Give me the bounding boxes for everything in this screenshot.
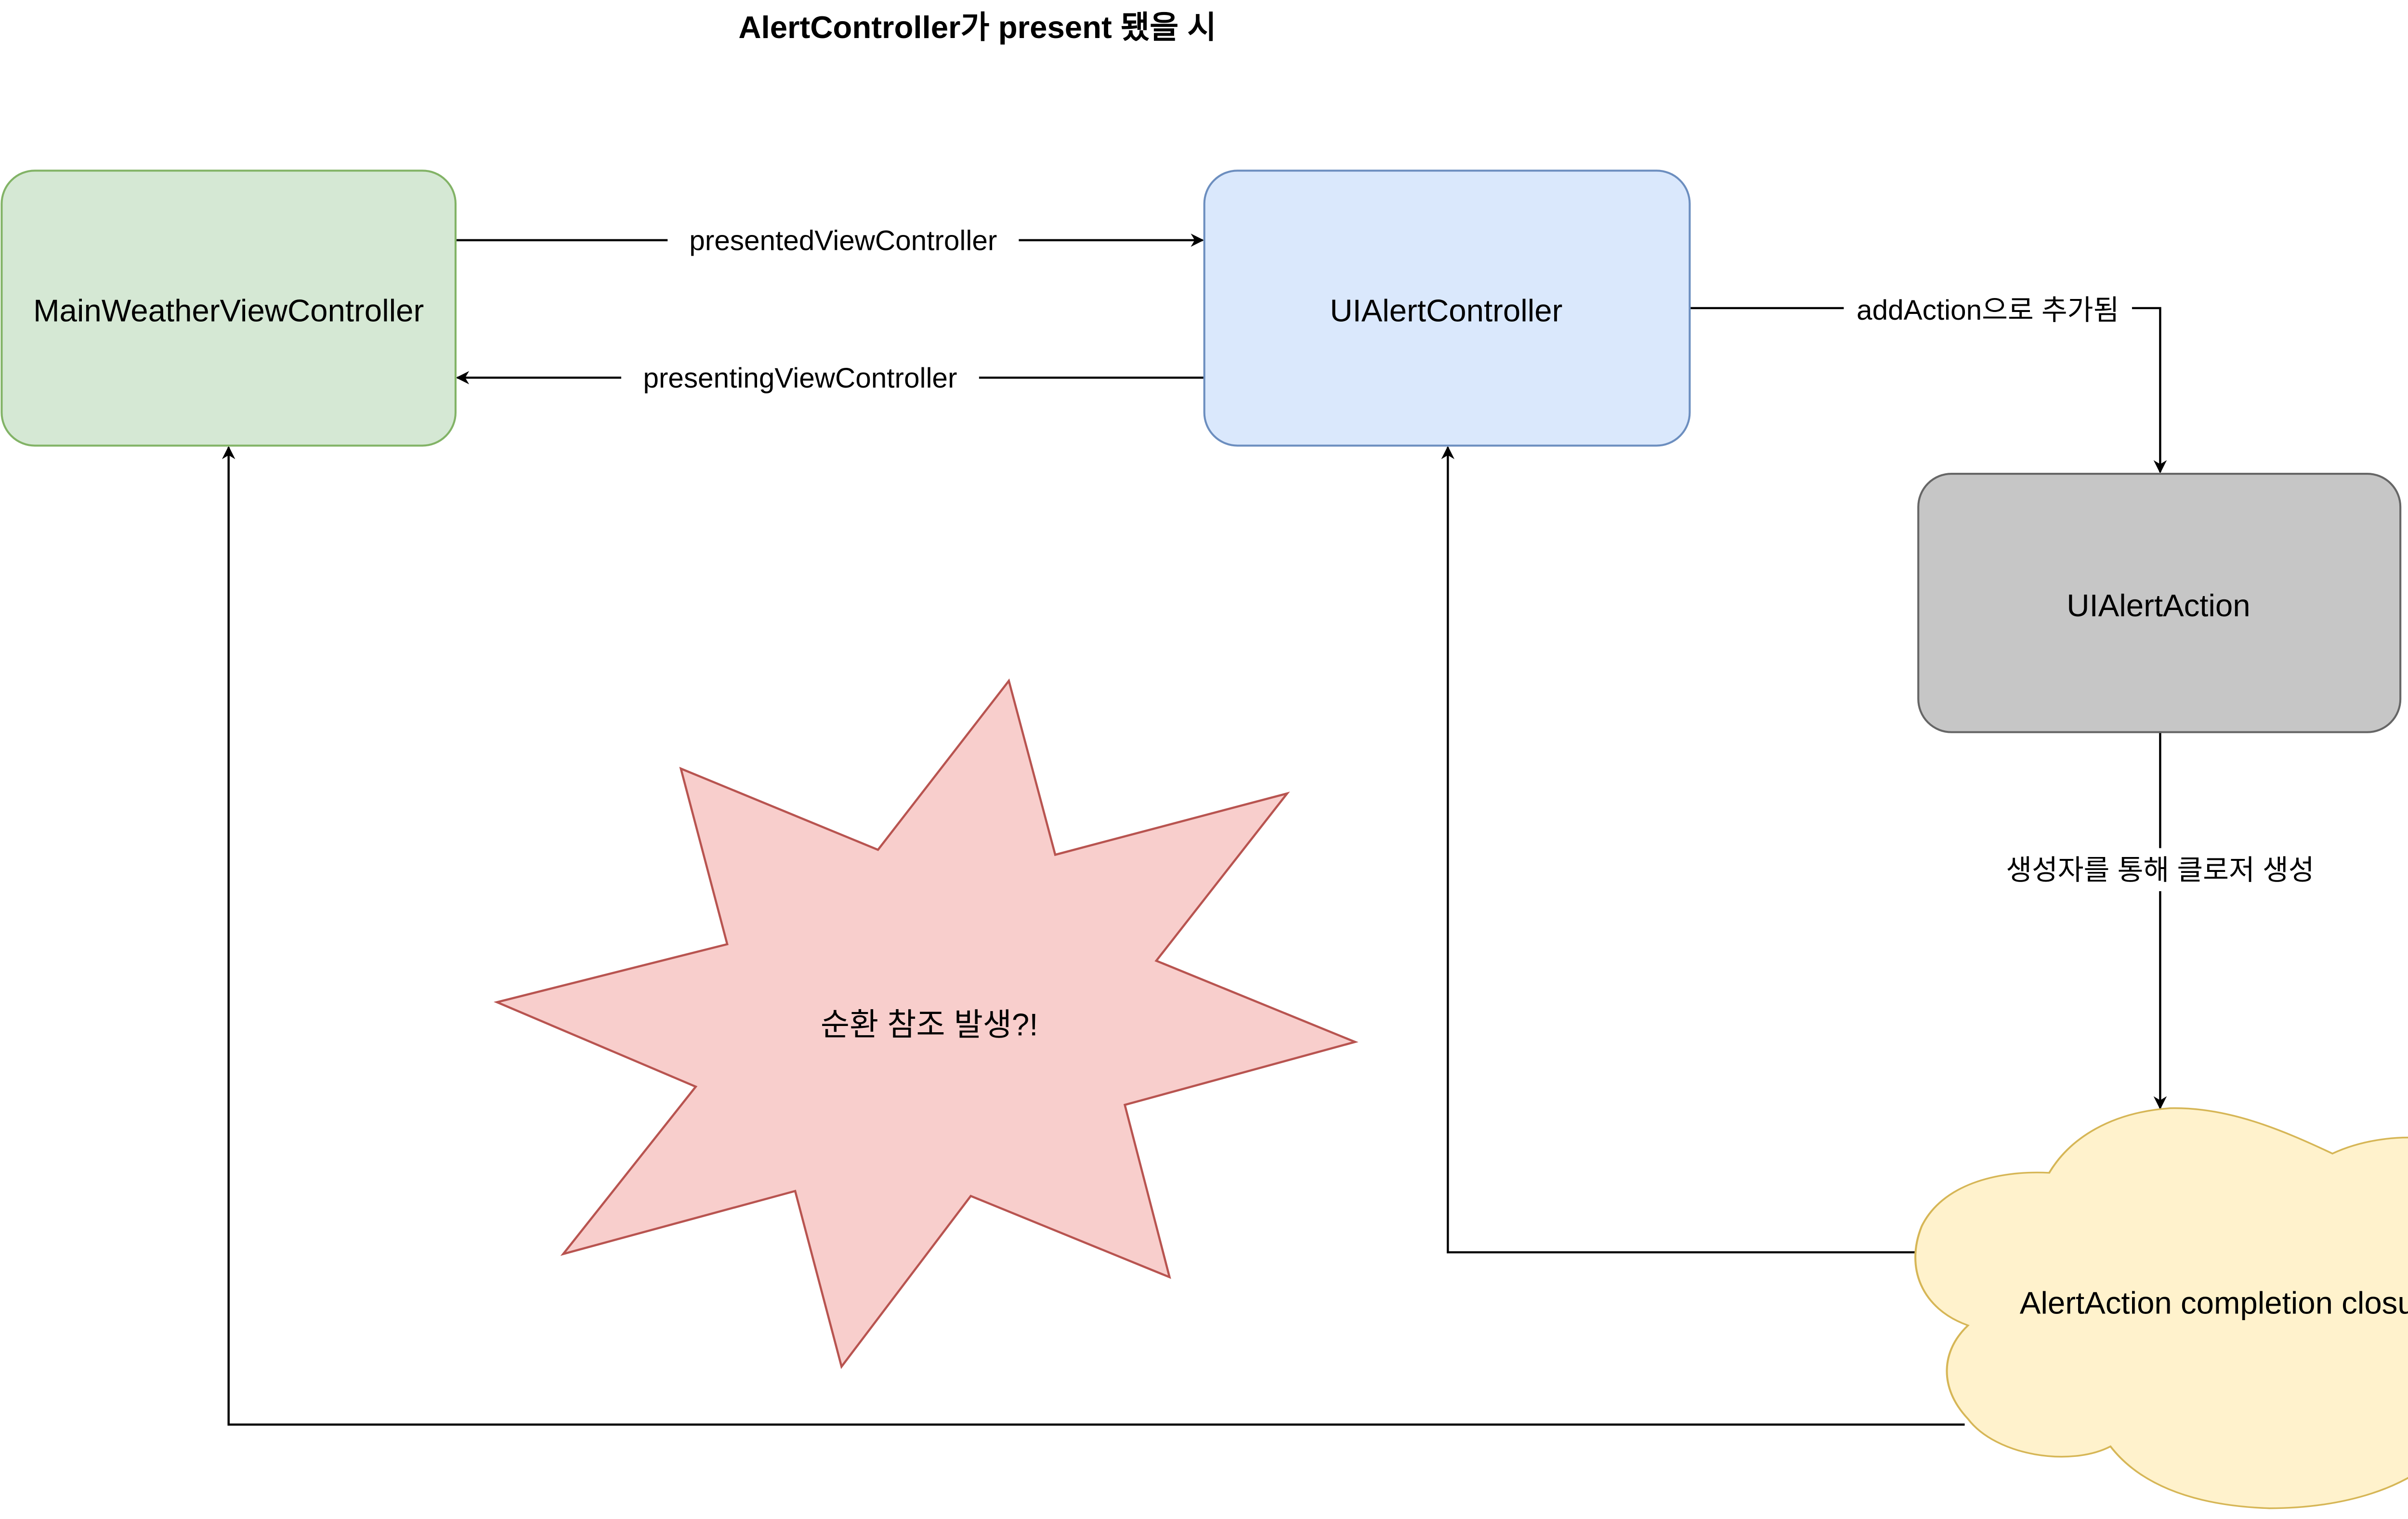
- edge-create-closure[interactable]: 생성자를 통해 클로저 생성: [1992, 732, 2328, 1110]
- warning-star[interactable]: 순환 참조 발생?!: [493, 678, 1359, 1369]
- edge-add-action-line: [1689, 307, 2167, 474]
- node-alert-action-box: [1917, 472, 2402, 733]
- edge-add-action-label: addAction으로 추가됨: [1857, 295, 2119, 326]
- edge-closure-to-alert-controller[interactable]: [1441, 446, 1919, 1254]
- edge-closure-to-main-vc[interactable]: [222, 446, 1965, 1426]
- node-alert-controller-label: UIAlertController: [1330, 293, 1562, 328]
- edge-add-action[interactable]: addAction으로 추가됨: [1689, 290, 2167, 474]
- edge-presented[interactable]: presentedViewController: [455, 222, 1204, 259]
- edge-presented-label: presentedViewController: [689, 225, 997, 257]
- node-main-vc-label: MainWeatherViewController: [33, 293, 424, 328]
- edge-presenting[interactable]: presentingViewController: [456, 359, 1204, 396]
- warning-star-shape: [493, 678, 1359, 1369]
- warning-label: 순환 참조 발생?!: [821, 1007, 1038, 1042]
- edge-add-action-label-bg: [1844, 290, 2132, 326]
- node-ui-alert-controller[interactable]: UIAlertController: [1203, 169, 1691, 447]
- edge-presenting-label-bg: [621, 359, 979, 396]
- node-closure-cloud-shape: [1914, 1107, 2408, 1509]
- edge-create-closure-label-bg: [1992, 848, 2328, 892]
- edge-create-closure-label: 생성자를 통해 클로저 생성: [2006, 855, 2314, 886]
- node-alert-controller-box: [1203, 169, 1691, 447]
- edge-closure-to-main-vc-line: [222, 446, 1965, 1426]
- edge-closure-to-alert-controller-line: [1441, 446, 1919, 1254]
- node-completion-closure[interactable]: AlertAction completion closure: [1914, 1107, 2408, 1509]
- edge-presenting-label: presentingViewController: [643, 363, 957, 394]
- diagram-title: AlertController가 present 됐을 시: [738, 10, 1216, 45]
- node-closure-label: AlertAction completion closure: [2020, 1285, 2408, 1320]
- node-ui-alert-action[interactable]: UIAlertAction: [1917, 472, 2402, 733]
- node-main-weather-view-controller[interactable]: MainWeatherViewController: [0, 169, 457, 447]
- node-main-vc-box: [0, 169, 457, 447]
- node-alert-action-label: UIAlertAction: [2067, 588, 2250, 623]
- edge-presented-label-bg: [667, 222, 1019, 259]
